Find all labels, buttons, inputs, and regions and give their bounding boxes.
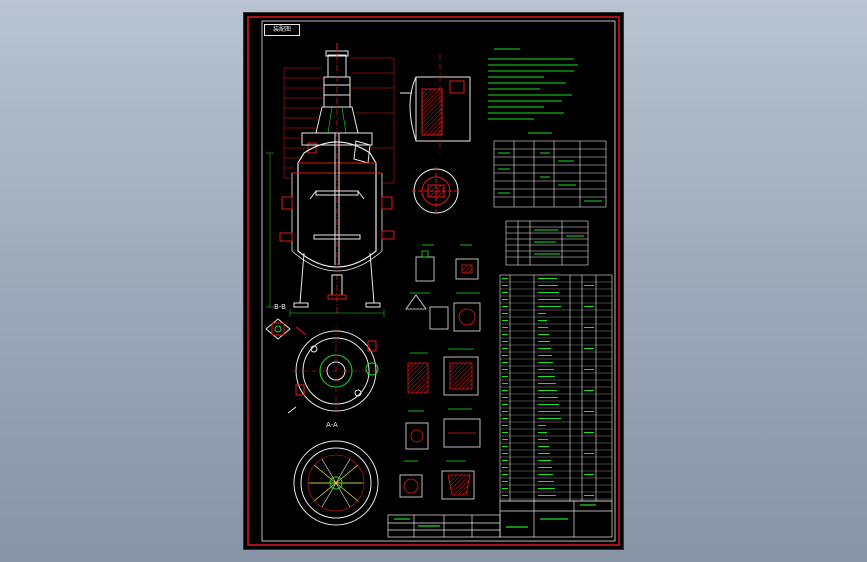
nozzle-table — [505, 220, 589, 266]
parts-list — [499, 274, 613, 502]
inner-border — [261, 20, 616, 542]
parts-list-text — [502, 278, 594, 496]
sheet-label: 装配图 — [264, 24, 300, 36]
technical-notes — [488, 48, 578, 134]
section-aa: A-A — [293, 421, 379, 526]
vessel-elevation — [266, 43, 395, 317]
detail-views-mid — [399, 250, 481, 500]
section-circle-1 — [412, 167, 460, 215]
parts-list-rows — [500, 281, 612, 500]
drawing-sheet[interactable]: 装配图 — [244, 13, 623, 549]
section-bb: B-B — [265, 303, 291, 340]
section-bb-label: B-B — [274, 303, 286, 311]
title-block — [387, 500, 613, 538]
plan-view — [287, 326, 380, 415]
parameter-table — [493, 140, 607, 208]
seal-detail — [400, 53, 471, 153]
cad-drawing: B-B — [247, 16, 620, 546]
sheet-border — [247, 16, 620, 546]
section-aa-label: A-A — [326, 421, 338, 429]
